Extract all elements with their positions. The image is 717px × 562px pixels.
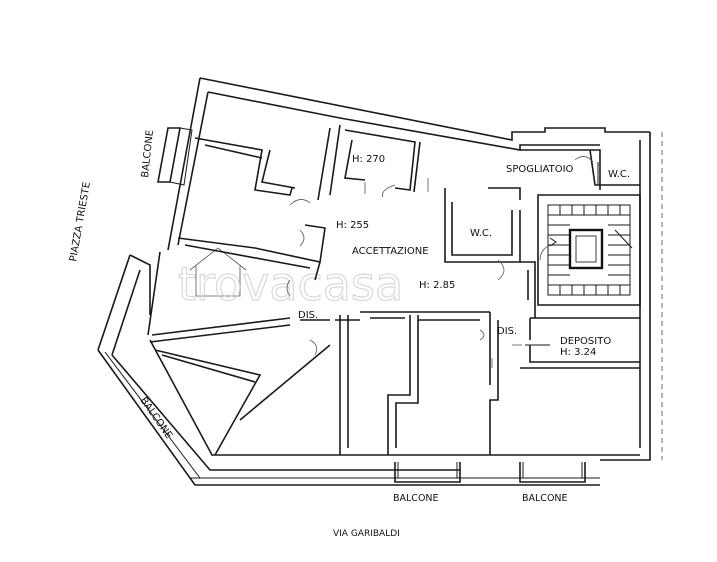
label-dis-1: DIS. — [298, 310, 318, 321]
doors — [286, 156, 594, 368]
outer-walls — [97, 77, 663, 486]
label-balcone-diagonal: BALCONE — [138, 395, 175, 441]
label-h270: H: 270 — [352, 154, 385, 165]
balcony-top-left — [157, 127, 193, 186]
label-accettazione: ACCETTAZIONE — [352, 246, 429, 257]
balcony-bottom-1 — [394, 462, 461, 483]
label-dis-2: DIS. — [497, 326, 517, 337]
watermark-house-icon — [189, 247, 247, 297]
label-wc-1: W.C. — [608, 169, 630, 180]
label-h285: H: 2.85 — [419, 280, 455, 291]
label-piazza-trieste: PIAZZA TRIESTE — [68, 181, 93, 262]
staircase — [548, 205, 633, 295]
label-via-garibaldi: VIA GARIBALDI — [333, 529, 400, 539]
label-deposito: DEPOSITO — [560, 336, 611, 347]
elevator-shaft — [568, 228, 604, 270]
balcony-bottom-2 — [519, 462, 586, 483]
label-spogliatoio: SPOGLIATOIO — [506, 164, 574, 175]
label-h255: H: 255 — [336, 220, 369, 231]
watermark: trovacasa — [177, 247, 404, 312]
label-balcone-bottom-2: BALCONE — [522, 493, 568, 504]
label-wc-2: W.C. — [470, 228, 492, 239]
balcony-diagonal — [104, 351, 201, 479]
label-h324: H: 3.24 — [560, 347, 596, 358]
label-balcone-bottom-1: BALCONE — [393, 493, 439, 504]
label-balcone-top-left: BALCONE — [140, 129, 156, 178]
watermark-text: trovacasa — [178, 257, 403, 311]
